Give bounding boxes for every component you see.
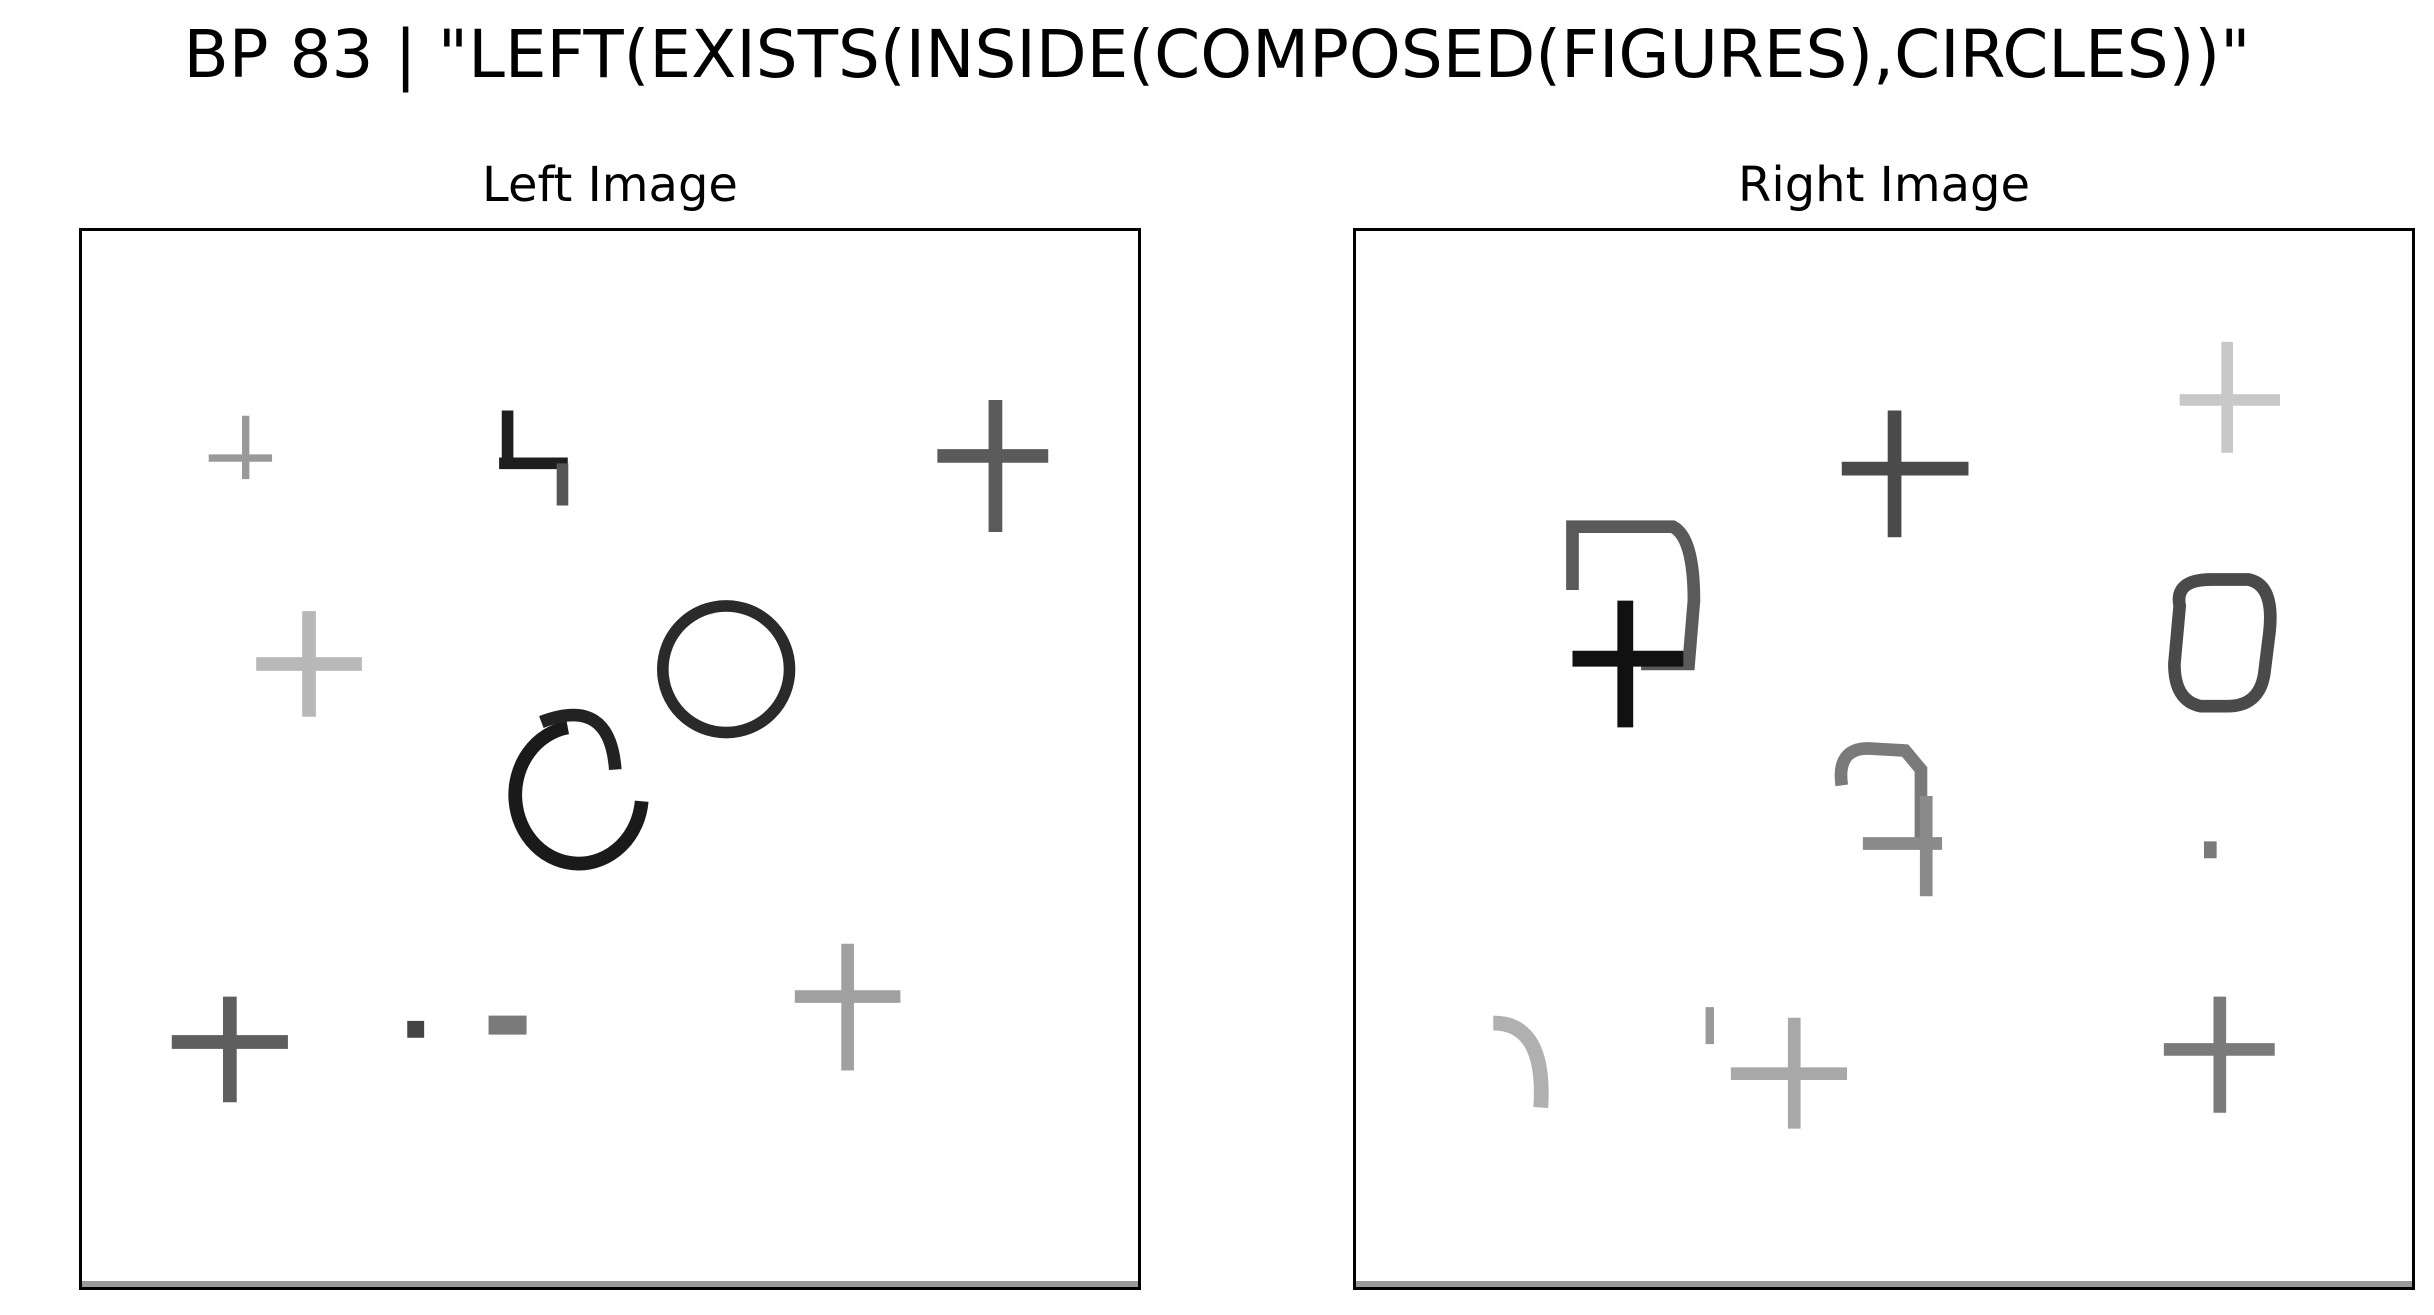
cross-shape — [1841, 410, 1969, 538]
cross-shape — [1572, 600, 1684, 728]
cross-shape — [937, 399, 1049, 532]
circle-shape — [656, 600, 796, 739]
cross-shape — [1730, 1017, 1848, 1129]
dot-shape — [407, 1020, 425, 1038]
cross-shape — [2163, 996, 2275, 1113]
cross-shape — [2179, 341, 2280, 453]
cross-shape — [1862, 795, 1943, 897]
composed-circle-shape — [508, 720, 649, 871]
cross-shape — [256, 611, 362, 717]
dot-shape — [2203, 841, 2217, 859]
left-image-drawing — [171, 399, 1049, 1103]
fragment-shape — [499, 410, 569, 506]
cross-shape — [794, 943, 901, 1071]
dot-shape — [488, 1015, 527, 1035]
right-image-panel — [1353, 228, 2415, 1290]
rounded-square-shape — [2168, 573, 2277, 713]
right-image-drawing — [1492, 341, 2280, 1129]
composed-fragment-shape — [1834, 742, 1928, 844]
left-image-panel — [79, 228, 1141, 1290]
cross-shape — [171, 996, 288, 1103]
composed-circle-fragment — [539, 708, 622, 771]
figure-title: BP 83 | "LEFT(EXISTS(INSIDE(COMPOSED(FIG… — [183, 16, 2251, 93]
right-image-title: Right Image — [1738, 157, 2030, 213]
arc-fragment-shape — [1492, 1015, 1549, 1108]
left-image-title: Left Image — [482, 157, 738, 213]
composed-square-shape — [1566, 520, 1701, 671]
cross-shape — [208, 415, 273, 480]
